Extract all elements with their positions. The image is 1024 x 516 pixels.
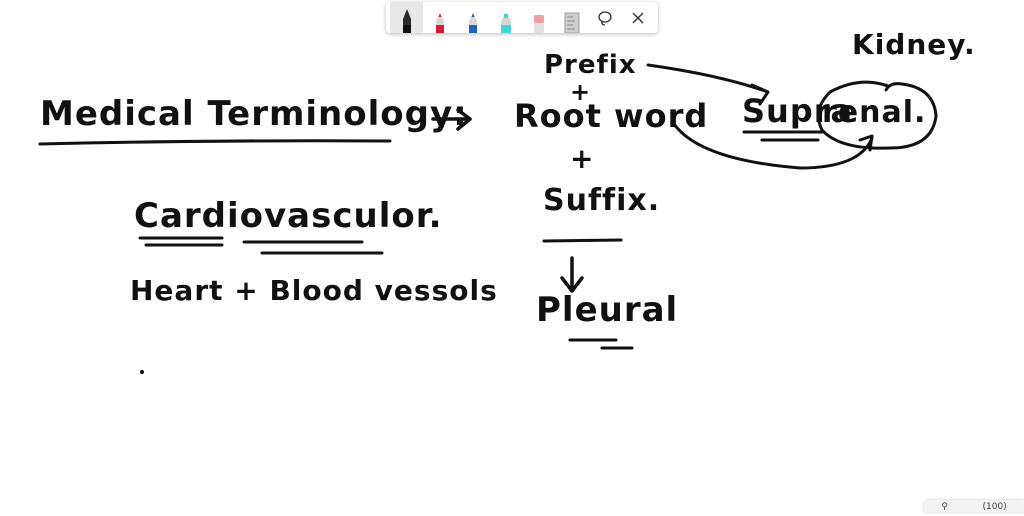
eraser-tool[interactable] [522, 2, 555, 33]
text-renal: renal. [822, 95, 927, 130]
arrow-down-to-pleural [560, 256, 584, 293]
underline-supra [742, 130, 824, 142]
pen-black-tool[interactable] [390, 2, 423, 33]
pen-red-tool[interactable] [423, 2, 456, 33]
pen-red-icon [435, 13, 444, 33]
zoom-panel: ⚲ (100) [924, 500, 1024, 512]
lasso-select-button[interactable] [588, 2, 621, 33]
pen-blue-tool[interactable] [456, 2, 489, 33]
text-kidney: Kidney. [852, 28, 976, 61]
text-prefix: Prefix [544, 50, 637, 80]
ink-toolbar [386, 2, 658, 33]
circle-renal [816, 80, 938, 150]
arrow-to-root-word [431, 108, 472, 131]
ruler-icon [564, 12, 579, 33]
text-plus-2: + [570, 142, 595, 175]
underline-pleural [568, 338, 634, 350]
zoom-level: (100) [982, 502, 1007, 512]
ink-dot [140, 370, 144, 374]
highlighter-cyan-tool[interactable] [489, 2, 522, 33]
text-pleural: Pleural [536, 290, 679, 330]
underline-suffix [542, 238, 623, 243]
arrow-prefix-to-supra [646, 63, 770, 106]
ruler-tool[interactable] [555, 2, 588, 33]
text-medical-terminology: Medical Terminology: [40, 94, 468, 134]
pen-blue-icon [468, 13, 477, 33]
text-plus-1: + [570, 78, 592, 106]
close-icon [632, 12, 643, 23]
eraser-icon [533, 15, 544, 33]
text-cardiovascular: Cardiovasculor. [134, 196, 443, 236]
underline-medical-terminology [38, 139, 392, 146]
zoom-search-icon[interactable]: ⚲ [941, 502, 948, 512]
text-root-word: Root word [514, 97, 709, 135]
highlighter-cyan-icon [500, 14, 511, 33]
text-heart-blood-vessels: Heart + Blood vessols [130, 274, 498, 307]
text-suffix: Suffix. [543, 183, 661, 218]
text-supra: Supra [742, 92, 854, 130]
underline-cardiovascular [138, 236, 384, 255]
lasso-icon [597, 10, 612, 26]
pen-black-icon [402, 9, 411, 33]
close-toolbar-button[interactable] [621, 2, 654, 33]
arrow-root-to-renal [672, 122, 874, 170]
